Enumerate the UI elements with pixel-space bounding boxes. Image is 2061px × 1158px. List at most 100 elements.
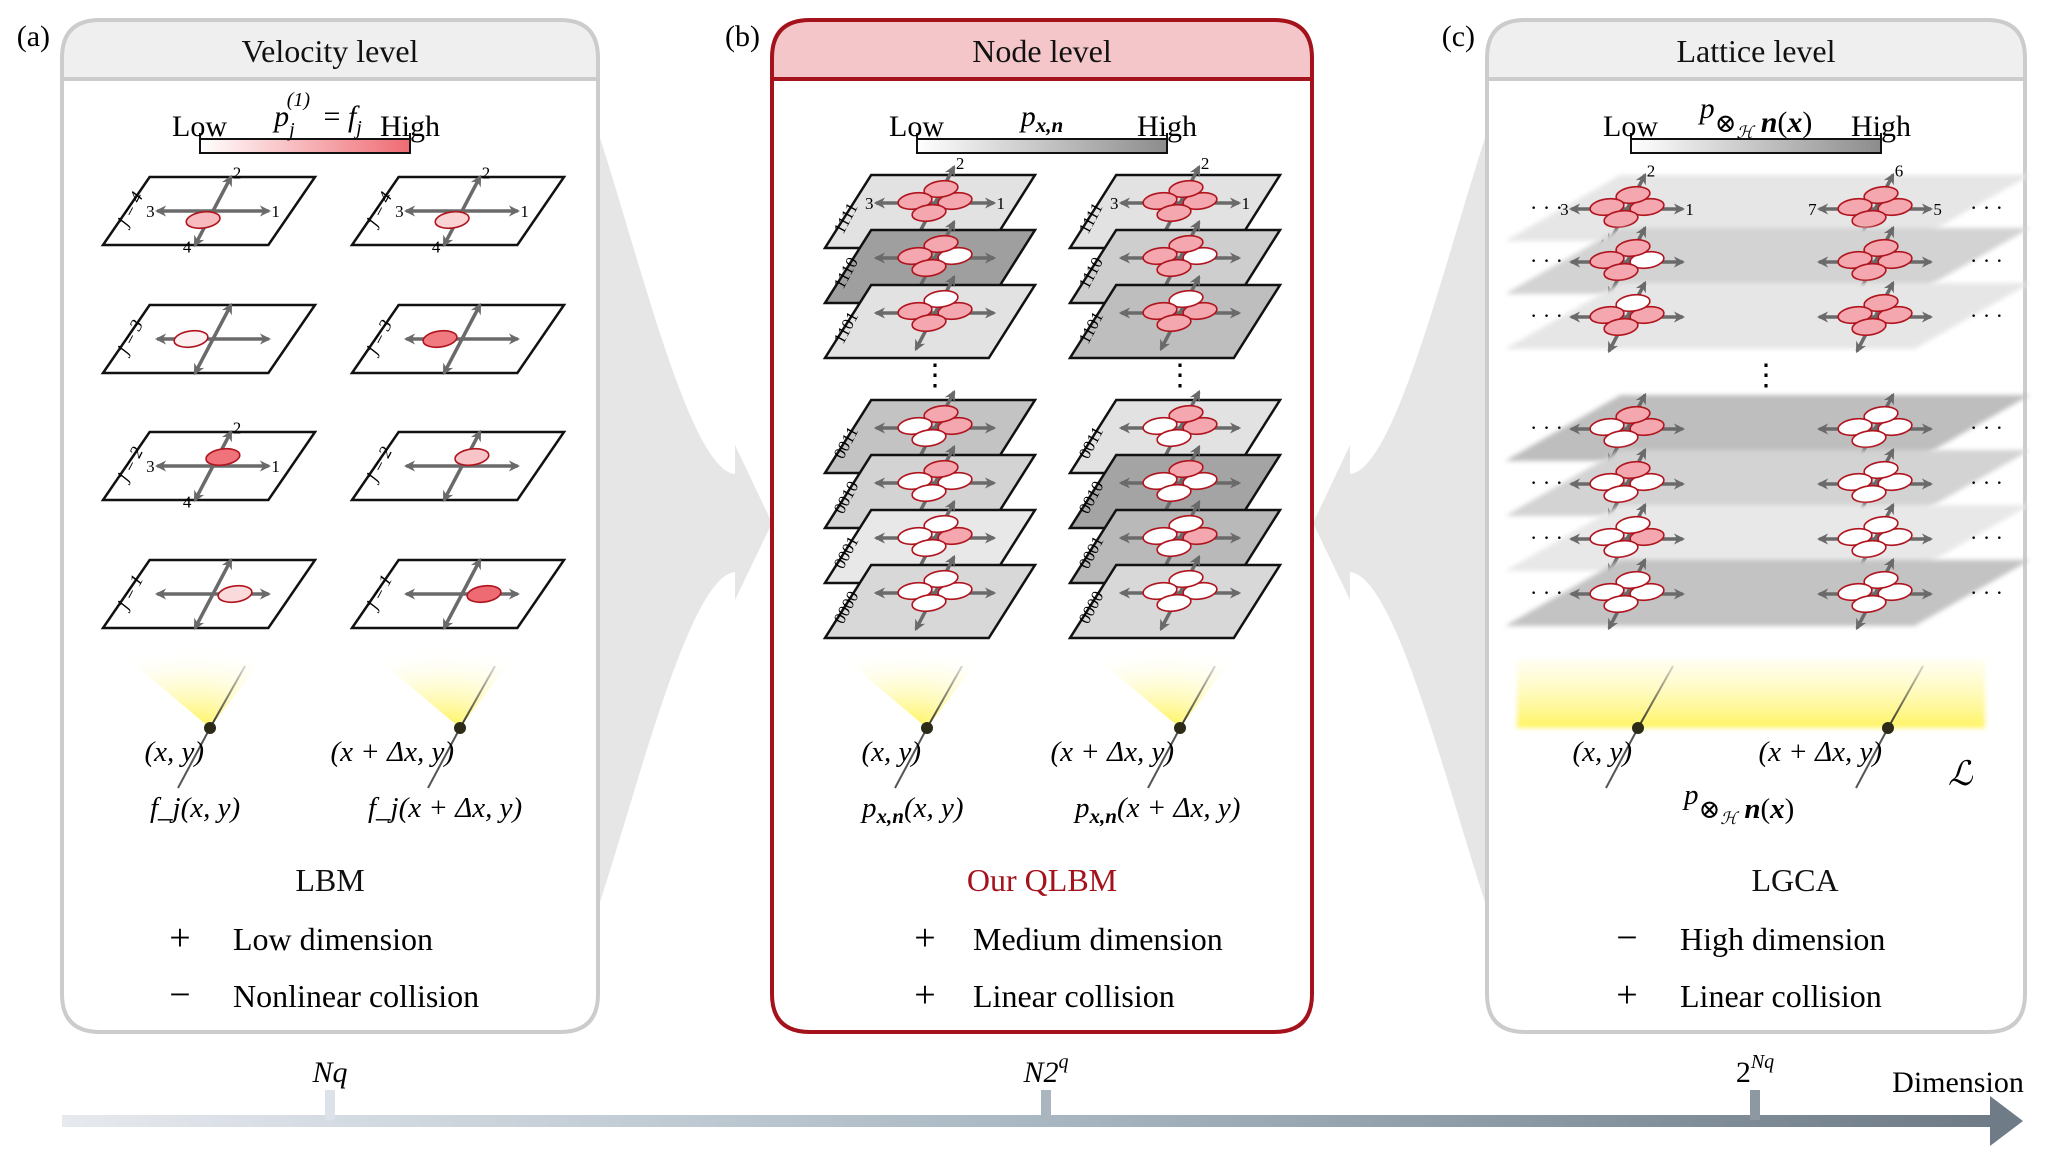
particle-direction-4 [1156, 538, 1192, 558]
particle-direction-2 [1863, 515, 1899, 535]
direction-label: 2 [956, 154, 965, 173]
particle-direction-2 [1168, 289, 1204, 309]
direction-label: 1 [997, 194, 1006, 213]
ellipsis-horizontal: · · · [1970, 525, 2003, 550]
particle-direction-2 [923, 514, 959, 534]
axis-tick [325, 1090, 335, 1120]
pro-sign: + [914, 917, 935, 959]
field-label: px,n(x + Δx, y) [1073, 792, 1240, 828]
panel-b: (b)Node levelLowHighpx,n1111123411101101… [725, 18, 1314, 1034]
highlight-glow [1517, 660, 1985, 728]
node-coordinate: (x + Δx, y) [1758, 736, 1882, 768]
particle-direction-2 [1615, 185, 1651, 205]
particle-direction-2 [1863, 293, 1899, 313]
ellipsis-horizontal: · · · [1970, 415, 2003, 440]
direction-arrow-4 [442, 465, 464, 503]
direction-label: 3 [395, 202, 404, 221]
particle-direction-4 [911, 258, 947, 278]
connector-arrow-a-to-b [599, 135, 772, 905]
direction-label: 2 [1647, 162, 1656, 181]
direction-arrow-4 [193, 465, 215, 503]
bullet-text: High dimension [1680, 921, 1885, 957]
axis-title: Dimension [1892, 1066, 2024, 1099]
con-sign: − [1616, 917, 1637, 959]
field-label: p⊗ℋ n(x) [1682, 779, 1794, 828]
direction-arrow-2 [211, 302, 233, 340]
particle-distribution [205, 447, 241, 467]
panel-header [772, 20, 1312, 79]
axis-shaft [62, 1115, 1992, 1127]
panel-label: (c) [1442, 20, 1475, 53]
direction-label: 5 [1933, 200, 1942, 219]
particle-direction-4 [1851, 317, 1887, 337]
direction-label: 4 [183, 492, 192, 511]
ellipsis-vertical: ⋮ [920, 359, 950, 392]
colorbar-symbol: px,n [1019, 100, 1063, 137]
pro-sign: + [169, 917, 190, 959]
particle-direction-2 [1615, 238, 1651, 258]
lattice-node [921, 722, 933, 734]
axis-tick [1750, 1090, 1760, 1120]
particle-direction-2 [1168, 514, 1204, 534]
particle-direction-4 [911, 593, 947, 613]
particle-distribution [466, 584, 502, 604]
ellipsis-horizontal: · · · [1530, 248, 1563, 273]
axis-tick [1041, 1090, 1051, 1120]
node-stalk [459, 665, 496, 729]
field-label: px,n(x, y) [860, 792, 964, 828]
panel-connectors [599, 135, 1486, 905]
particle-direction-2 [1863, 570, 1899, 590]
particle-direction-4 [1156, 593, 1192, 613]
highlight-glow [832, 648, 987, 728]
direction-arrow-4 [442, 593, 464, 631]
colorbar-high-label: High [1137, 110, 1197, 143]
axis-tick-label: N2q [1022, 1051, 1068, 1089]
direction-label: 3 [146, 202, 155, 221]
field-label: f_j(x, y) [150, 792, 240, 824]
bullet-text: Linear collision [973, 978, 1175, 1014]
ellipsis-horizontal: · · · [1530, 415, 1563, 440]
panel-header [62, 20, 598, 79]
particle-direction-4 [1156, 313, 1192, 333]
direction-label: 1 [1242, 194, 1251, 213]
highlight-glow [365, 648, 520, 728]
particle-direction-4 [1603, 429, 1639, 449]
particle-direction-4 [1603, 539, 1639, 559]
ellipsis-vertical: ⋮ [1751, 359, 1781, 392]
particle-direction-4 [911, 203, 947, 223]
lattice-layer: · · ·· · · [1505, 280, 2030, 354]
colorbar-low-label: Low [172, 110, 227, 143]
direction-label: 4 [183, 237, 192, 256]
particle-direction-4 [1851, 209, 1887, 229]
node-stalk [926, 665, 963, 729]
particle-direction-4 [1603, 262, 1639, 282]
node-stalk [1147, 727, 1181, 789]
panel-title: Lattice level [1676, 33, 1835, 69]
method-name: LBM [295, 862, 364, 898]
particle-direction-2 [1615, 405, 1651, 425]
direction-label: 1 [271, 202, 280, 221]
colorbar-symbol: p⊗ℋ n(x) [1698, 92, 1813, 142]
axis-tick-label: 2Nq [1736, 1051, 1774, 1089]
bullet-text: Medium dimension [973, 921, 1223, 957]
node-stalk [177, 727, 211, 789]
particle-distribution [185, 210, 221, 230]
method-name: LGCA [1751, 862, 1838, 898]
colorbar [199, 138, 411, 154]
lattice-node [1882, 722, 1894, 734]
particle-distribution [454, 447, 490, 467]
direction-label: 2 [233, 164, 242, 183]
particle-direction-4 [1156, 258, 1192, 278]
particle-distribution [217, 584, 253, 604]
direction-arrow-2 [460, 302, 482, 340]
particle-distribution [422, 329, 458, 349]
particle-direction-2 [1615, 515, 1651, 535]
panel-frame [1485, 18, 2027, 1034]
con-sign: − [169, 974, 190, 1016]
particle-direction-2 [1615, 460, 1651, 480]
particle-distribution [173, 329, 209, 349]
